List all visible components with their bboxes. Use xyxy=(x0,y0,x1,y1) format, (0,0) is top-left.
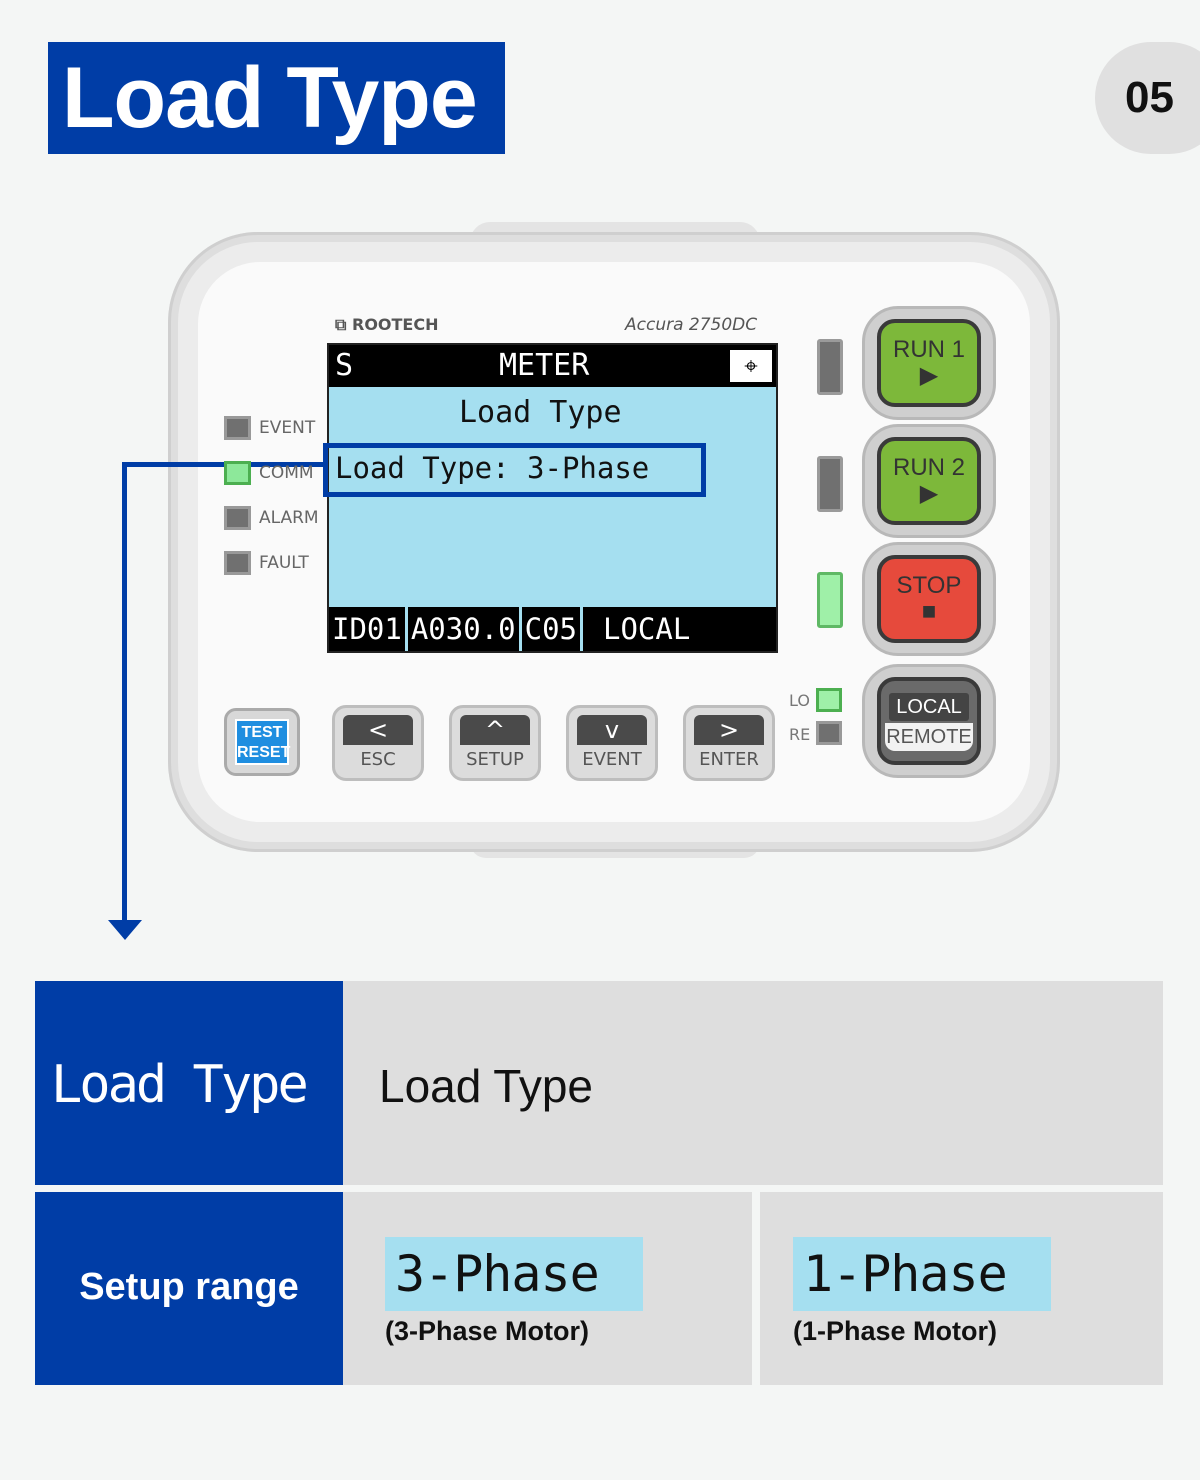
play-icon: ▶ xyxy=(919,362,939,389)
option-cell: 1-Phase (1-Phase Motor) xyxy=(760,1192,1163,1385)
option-cell: 3-Phase (3-Phase Motor) xyxy=(343,1192,752,1385)
indicator-event: EVENT xyxy=(224,416,315,440)
lcd-top-bar: S METER ⌖ xyxy=(329,345,776,387)
lo-led-icon xyxy=(816,688,842,712)
run2-led-icon xyxy=(817,456,843,512)
enter-key[interactable]: > ENTER xyxy=(683,705,775,781)
reset-label: RESET xyxy=(237,744,291,761)
indicator-label: EVENT xyxy=(259,418,316,438)
lcd-selected-row: Load Type: 3-Phase xyxy=(335,451,650,485)
led-icon xyxy=(224,551,251,575)
lcd-status-id: ID01 xyxy=(329,607,408,651)
page-number-badge: 05 xyxy=(1095,42,1200,154)
lcd-mode-indicator: S xyxy=(335,348,354,383)
setup-range-label: Setup range xyxy=(79,1266,299,1308)
key-label: SETUP xyxy=(466,749,524,770)
option-lcd-value: 3-Phase xyxy=(385,1237,643,1311)
lcd-status-channel: C05 xyxy=(522,607,583,651)
test-label: TEST xyxy=(241,724,283,741)
indicator-comm: COMM xyxy=(224,461,314,485)
lcd-setting-icon: ⌖ xyxy=(730,350,772,382)
option-lcd-value: 1-Phase xyxy=(793,1237,1051,1311)
indicator-fault: FAULT xyxy=(224,551,309,575)
test-reset-cap: TEST RESET xyxy=(235,719,291,765)
test-reset-button[interactable]: TEST RESET xyxy=(224,708,300,776)
led-icon xyxy=(224,416,251,440)
connector-line-horizontal xyxy=(122,462,324,467)
stop-icon: ■ xyxy=(921,598,937,625)
lcd-status-bar: ID01 A030.0 C05 LOCAL xyxy=(329,607,776,651)
page-title: Load Type xyxy=(48,42,505,154)
remote-label: REMOTE xyxy=(885,723,973,751)
param-desc-cell: Load Type xyxy=(343,981,1163,1185)
key-label: ENTER xyxy=(699,749,759,770)
param-name-cell: Load Type xyxy=(35,981,343,1185)
re-led-icon xyxy=(816,721,842,745)
model-name: Accura 2750DC xyxy=(625,315,758,335)
led-icon xyxy=(224,461,251,485)
indicator-label: FAULT xyxy=(259,553,309,573)
play-icon: ▶ xyxy=(919,480,939,507)
led-icon xyxy=(224,506,251,530)
key-label: ESC xyxy=(360,749,396,770)
highlight-box xyxy=(323,443,706,497)
brand-logo: ⧉ ROOTECH xyxy=(335,315,439,334)
run1-label: RUN 1 xyxy=(892,336,965,363)
event-key[interactable]: v EVENT xyxy=(566,705,658,781)
lcd-heading: Load Type xyxy=(459,395,622,430)
local-remote-button-well: LOCAL REMOTE xyxy=(862,664,996,778)
indicator-label: COMM xyxy=(259,463,314,483)
run2-button-well: RUN 2 ▶ xyxy=(862,424,996,538)
setup-key[interactable]: ^ SETUP xyxy=(449,705,541,781)
stop-button-well: STOP ■ xyxy=(862,542,996,656)
indicator-alarm: ALARM xyxy=(224,506,319,530)
lcd-status-current: A030.0 xyxy=(408,607,522,651)
run1-led-icon xyxy=(817,339,843,395)
stop-button[interactable]: STOP ■ xyxy=(877,555,981,643)
lo-label: LO xyxy=(789,691,810,710)
option-description: (1-Phase Motor) xyxy=(793,1316,998,1346)
run2-label: RUN 2 xyxy=(892,454,965,481)
connector-line-vertical xyxy=(122,462,127,922)
lcd-screen: S METER ⌖ Load Type Load Type: 3-Phase I… xyxy=(327,343,778,653)
arrow-down-icon xyxy=(108,920,142,940)
chevron-left-icon: < xyxy=(343,715,413,745)
param-lcd-name: Load Type xyxy=(51,1055,309,1115)
local-label: LOCAL xyxy=(889,693,969,721)
stop-label: STOP xyxy=(896,572,962,599)
lcd-status-mode: LOCAL xyxy=(603,612,691,646)
indicator-label: ALARM xyxy=(259,508,319,528)
run1-button-well: RUN 1 ▶ xyxy=(862,306,996,420)
re-label: RE xyxy=(789,725,811,744)
lcd-menu-title: METER xyxy=(499,348,590,383)
chevron-right-icon: > xyxy=(694,715,764,745)
stop-led-icon xyxy=(817,572,843,628)
chevron-down-icon: v xyxy=(577,715,647,745)
key-label: EVENT xyxy=(582,749,642,770)
esc-key[interactable]: < ESC xyxy=(332,705,424,781)
run2-button[interactable]: RUN 2 ▶ xyxy=(877,437,981,525)
run1-button[interactable]: RUN 1 ▶ xyxy=(877,319,981,407)
setup-range-cell: Setup range xyxy=(35,1192,343,1385)
local-remote-button[interactable]: LOCAL REMOTE xyxy=(877,677,981,765)
option-description: (3-Phase Motor) xyxy=(385,1316,590,1346)
param-description: Load Type xyxy=(379,1060,594,1112)
chevron-up-icon: ^ xyxy=(460,715,530,745)
